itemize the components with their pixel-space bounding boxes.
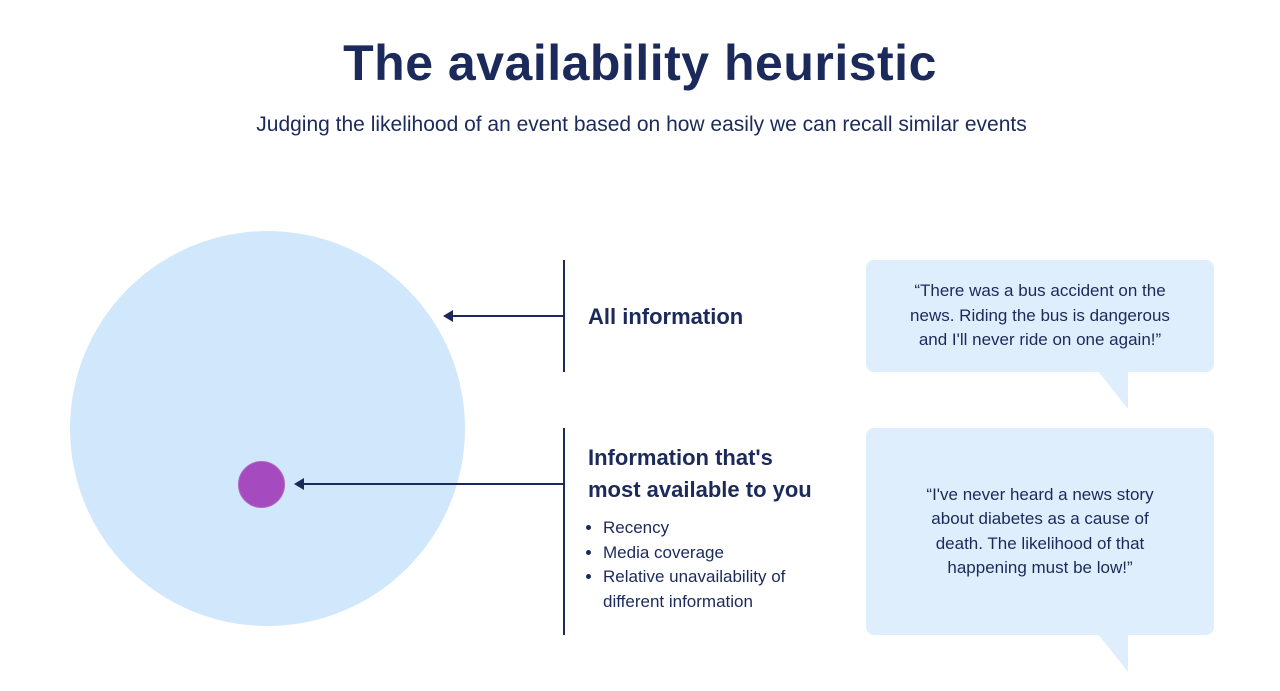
diabetes-quote-bubble-tail — [1098, 634, 1128, 672]
bus-quote-text: “There was a bus accident on the news. R… — [910, 281, 1170, 350]
available-information-circle — [238, 461, 285, 508]
factor-list: Recency Media coverage Relative unavaila… — [587, 516, 843, 614]
all-information-circle — [70, 231, 465, 626]
bus-quote-bubble-tail — [1098, 371, 1128, 409]
factor-relative-unavailability: Relative unavailability of different inf… — [603, 565, 843, 614]
bottom-arrowhead-icon — [294, 478, 304, 490]
factor-recency: Recency — [603, 516, 843, 541]
diabetes-quote-text: “I've never heard a news story about dia… — [926, 484, 1154, 578]
diabetes-quote-bubble: “I've never heard a news story about dia… — [866, 428, 1214, 635]
page-title: The availability heuristic — [343, 35, 937, 91]
available-information-label-line1: Information that's — [588, 445, 773, 470]
top-arrow-line — [452, 315, 564, 317]
bus-quote-bubble: “There was a bus accident on the news. R… — [866, 260, 1214, 372]
all-information-label: All information — [588, 304, 744, 329]
bottom-arrow-line — [303, 483, 564, 485]
factor-media-coverage: Media coverage — [603, 541, 843, 566]
page-subtitle: Judging the likelihood of an event based… — [256, 113, 1027, 136]
top-arrowhead-icon — [443, 310, 453, 322]
available-information-label: Information that's most available to you — [588, 442, 812, 506]
bottom-divider-line — [563, 428, 565, 635]
available-information-label-line2: most available to you — [588, 477, 812, 502]
